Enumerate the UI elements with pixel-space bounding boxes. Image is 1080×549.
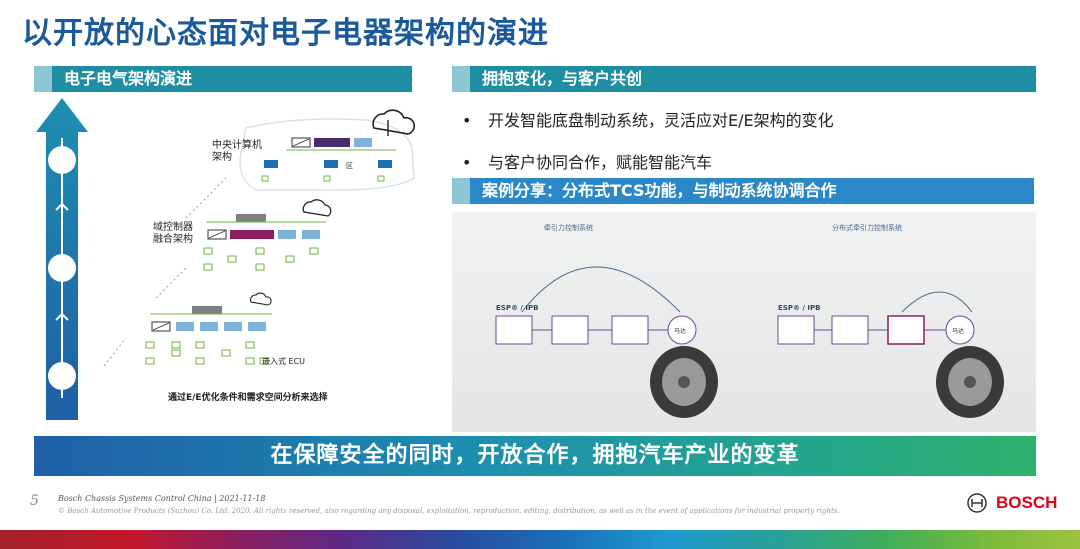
left-caption: 通过E/E优化条件和需求空间分析来选择 bbox=[168, 393, 328, 403]
bosch-logo-icon bbox=[967, 493, 987, 513]
bullet-item: •与客户协同合作，赋能智能汽车 bbox=[462, 153, 713, 172]
left-section-header: 电子电气架构演进 bbox=[34, 66, 412, 92]
footer-info: Bosch Chassis Systems Control China | 20… bbox=[58, 494, 266, 503]
diagram-title-left: 牵引力控制系统 bbox=[544, 223, 593, 232]
footer-copyright: © Bosch Automotive Products (Suzhou) Co.… bbox=[58, 507, 840, 515]
bosch-logo-text: BOSCH bbox=[996, 493, 1058, 512]
bottom-banner: 在保障安全的同时，开放合作，拥抱汽车产业的变革 bbox=[34, 436, 1036, 476]
milestone-central bbox=[48, 146, 76, 174]
motor-label-left: 马达 bbox=[674, 327, 686, 335]
cloud-icon bbox=[372, 109, 416, 136]
case-study-image: 牵引力控制系统 ESP® / IPB 马达 分布式牵引力控制系统 ESP® / … bbox=[452, 212, 1036, 432]
esp-label-left: ESP® / IPB bbox=[496, 304, 538, 312]
zone-label: 区 bbox=[346, 162, 353, 170]
right-section-header-label: 拥抱变化，与客户共创 bbox=[482, 69, 643, 88]
cloud-icon bbox=[250, 292, 272, 306]
label-embedded-ecu: 嵌入式 ECU bbox=[262, 357, 306, 366]
label-domain-fusion: 域控制器 融合架构 bbox=[153, 222, 193, 245]
page-number: 5 bbox=[30, 493, 39, 509]
bullet-text: 与客户协同合作，赋能智能汽车 bbox=[488, 153, 713, 172]
label-central-architecture: 中央计算机 架构 bbox=[212, 140, 262, 163]
esp-label-right: ESP® / IPB bbox=[778, 304, 820, 312]
slide-title: 以开放的心态面对电子电器架构的演进 bbox=[22, 16, 549, 51]
case-study-header: 案例分享：分布式TCS功能，与制动系统协调合作 bbox=[452, 178, 1034, 204]
bullet-item: •开发智能底盘制动系统，灵活应对E/E架构的变化 bbox=[462, 111, 834, 130]
milestone-centralized bbox=[48, 362, 76, 390]
case-study-header-label: 案例分享：分布式TCS功能，与制动系统协调合作 bbox=[482, 181, 837, 200]
bottom-color-strip bbox=[0, 530, 1080, 549]
milestone-fusion bbox=[48, 254, 76, 282]
bottom-banner-text: 在保障安全的同时，开放合作，拥抱汽车产业的变革 bbox=[270, 443, 800, 468]
ee-architecture-diagram: 区 bbox=[103, 109, 416, 367]
diagram-title-right: 分布式牵引力控制系统 bbox=[832, 223, 902, 232]
tcs-diagram: 牵引力控制系统 ESP® / IPB 马达 分布式牵引力控制系统 ESP® / … bbox=[495, 223, 1004, 418]
left-section-header-label: 电子电气架构演进 bbox=[64, 69, 193, 88]
bullet-text: 开发智能底盘制动系统，灵活应对E/E架构的变化 bbox=[488, 111, 834, 130]
cloud-icon bbox=[302, 199, 332, 217]
right-section-header: 拥抱变化，与客户共创 bbox=[452, 66, 1036, 92]
evolution-arrow bbox=[36, 98, 88, 420]
motor-label-right: 马达 bbox=[952, 327, 964, 335]
